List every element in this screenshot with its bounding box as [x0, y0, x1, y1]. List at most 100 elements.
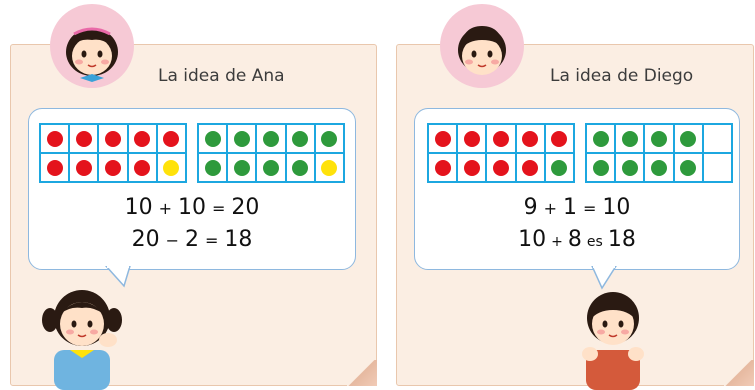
eq-operator: +: [544, 199, 557, 218]
diego-ten-frame-green: [585, 123, 733, 183]
red-counter: [76, 160, 92, 176]
green-counter: [622, 131, 638, 147]
diego-speech-bubble: 9+1=10 10+8es18: [414, 108, 740, 270]
ten-frame-cell: [256, 124, 285, 153]
ten-frame-cell: [157, 124, 186, 153]
ten-frame-cell: [644, 124, 673, 153]
ten-frame-cell: [198, 124, 227, 153]
red-counter: [464, 131, 480, 147]
red-counter: [464, 160, 480, 176]
red-counter: [47, 160, 63, 176]
eq-operator: +: [551, 234, 563, 250]
red-counter: [134, 131, 150, 147]
ten-frame-cell: [516, 153, 545, 182]
eq-term: 8: [568, 227, 582, 252]
ten-frame-cell: [227, 153, 256, 182]
ten-frame-cell: [516, 124, 545, 153]
eq-term: 10: [178, 195, 206, 220]
red-counter: [522, 131, 538, 147]
ten-frame-cell: [315, 124, 344, 153]
ten-frame-cell: [69, 153, 98, 182]
eq-term: 20: [132, 227, 160, 252]
ten-frame-cell: [486, 153, 515, 182]
ten-frame-cell: [128, 153, 157, 182]
diego-face-icon: [440, 4, 524, 88]
eq-operator: −: [166, 231, 179, 250]
diego-avatar: [440, 4, 524, 88]
ten-frame-cell: [486, 124, 515, 153]
ten-frame-cell: [227, 124, 256, 153]
eq-result: 18: [608, 227, 636, 252]
yellow-counter: [163, 160, 179, 176]
ten-frame-cell: [40, 124, 69, 153]
ana-ten-frame-green: [197, 123, 345, 183]
red-counter: [551, 131, 567, 147]
ten-frame-cell: [545, 124, 574, 153]
red-counter: [47, 131, 63, 147]
red-counter: [105, 160, 121, 176]
ten-frame-cell: [315, 153, 344, 182]
ten-frame-cell: [586, 153, 615, 182]
eq-equals: =: [205, 231, 218, 250]
ten-frame-cell: [98, 153, 127, 182]
green-counter: [292, 160, 308, 176]
ten-frame-cell: [457, 124, 486, 153]
ten-frame-cell: [615, 153, 644, 182]
eq-result: 20: [231, 195, 259, 220]
eq-es-word: es: [587, 234, 603, 250]
red-counter: [163, 131, 179, 147]
page-fold-corner: [724, 360, 754, 386]
green-counter: [205, 160, 221, 176]
green-counter: [234, 160, 250, 176]
ana-speech-bubble: 10+10=20 20−2=18: [28, 108, 356, 270]
eq-equals: =: [583, 199, 596, 218]
green-counter: [551, 160, 567, 176]
ana-title: La idea de Ana: [158, 66, 285, 86]
green-counter: [263, 160, 279, 176]
green-counter: [680, 131, 696, 147]
red-counter: [493, 131, 509, 147]
ten-frame-cell: [256, 153, 285, 182]
green-counter: [321, 131, 337, 147]
ten-frame-cell: [644, 153, 673, 182]
eq-result: 10: [602, 195, 630, 220]
ana-face-icon: [50, 4, 134, 88]
ten-frame-cell: [198, 153, 227, 182]
ana-equation-2: 20−2=18: [29, 227, 355, 252]
green-counter: [622, 160, 638, 176]
yellow-counter: [321, 160, 337, 176]
ten-frame-cell: [545, 153, 574, 182]
red-counter: [493, 160, 509, 176]
ten-frame-cell: [615, 124, 644, 153]
ten-frame-cell: [428, 153, 457, 182]
ten-frame-cell: [703, 153, 732, 182]
diego-boy-icon: [560, 282, 670, 390]
eq-term: 2: [185, 227, 199, 252]
ten-frame-cell: [586, 124, 615, 153]
red-counter: [435, 131, 451, 147]
green-counter: [263, 131, 279, 147]
green-counter: [680, 160, 696, 176]
ana-equation-1: 10+10=20: [29, 195, 355, 220]
ana-girl-icon: [30, 282, 140, 390]
ana-avatar: [50, 4, 134, 88]
page-fold-corner: [347, 360, 377, 386]
diego-title: La idea de Diego: [550, 66, 693, 86]
green-counter: [205, 131, 221, 147]
ten-frame-cell: [457, 153, 486, 182]
green-counter: [292, 131, 308, 147]
ten-frame-cell: [674, 124, 703, 153]
red-counter: [76, 131, 92, 147]
red-counter: [522, 160, 538, 176]
red-counter: [105, 131, 121, 147]
ten-frame-cell: [128, 124, 157, 153]
ten-frame-cell: [69, 124, 98, 153]
green-counter: [593, 160, 609, 176]
green-counter: [651, 131, 667, 147]
eq-term: 9: [524, 195, 538, 220]
ten-frame-cell: [703, 124, 732, 153]
diego-equation-1: 9+1=10: [415, 195, 739, 220]
eq-operator: +: [159, 199, 172, 218]
ten-frame-cell: [40, 153, 69, 182]
